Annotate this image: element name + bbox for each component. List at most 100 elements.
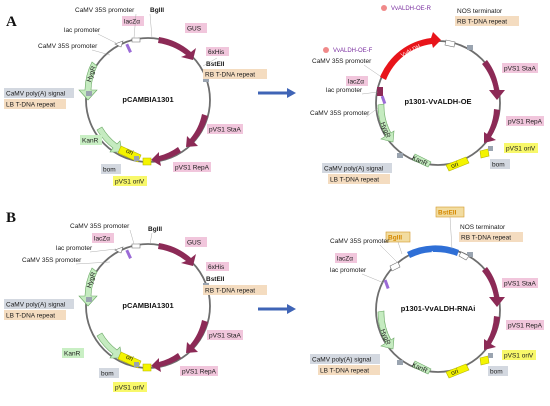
plasmid-b-left-name: pCAMBIA1301 <box>122 301 173 310</box>
label-repa-rnai: pVS1 RepA <box>508 323 543 330</box>
label-ori-b: ori <box>125 354 134 363</box>
label-bglii: BglII <box>150 7 164 14</box>
label-camv35s-b-oe: CaMV 35S promoter <box>310 110 370 117</box>
label-polya-b: CaMV poly(A) signal <box>6 302 66 309</box>
feature-pvs1-repa-oe <box>484 109 500 143</box>
label-rnai-insert: 1 <box>431 251 434 257</box>
feature-pvs1-repa-b <box>151 353 181 372</box>
label-bglii-rnai: BglII <box>388 235 402 242</box>
panel-label-a: A <box>6 14 17 30</box>
feature-rb-marker-oe <box>467 45 473 50</box>
label-bsteii: BstEII <box>206 61 225 68</box>
panel-label-b: B <box>6 210 16 226</box>
feature-pvs1-oriv-oe <box>479 148 490 159</box>
label-primer-r: VvALDH-OE-R <box>391 6 432 12</box>
label-bsteii-b: BstEII <box>206 276 225 283</box>
label-hygr: HygR <box>86 65 98 83</box>
feature-rb-marker-rnai <box>467 252 473 257</box>
label-camv35s-top: CaMV 35S promoter <box>75 7 135 14</box>
feature-nos-oe <box>444 39 456 48</box>
label-gus-b: GUS <box>187 240 202 247</box>
label-camv35s-top-b: CaMV 35S promoter <box>70 223 130 230</box>
label-bom-rnai: bom <box>490 369 503 376</box>
label-repa-oe: pVS1 RepA <box>508 119 543 126</box>
label-kanr-rnai: KanR <box>411 362 429 375</box>
label-oriv-b: pVS1 oriV <box>115 385 145 392</box>
feature-vvaldh <box>380 32 441 80</box>
label-polya: CaMV poly(A) signal <box>6 91 66 98</box>
feature-bom-marker-oe <box>488 146 493 151</box>
label-lb: LB T-DNA repeat <box>6 102 55 109</box>
label-kanr: KanR <box>82 138 99 145</box>
label-hygr-b: HygR <box>86 271 98 289</box>
feature-promoter-rnai <box>389 261 401 272</box>
feature-gus-b <box>158 243 196 266</box>
feature-bom-marker-rnai <box>488 353 493 358</box>
label-ori-oe: ori <box>450 161 459 170</box>
label-rb-rnai: RB T-DNA repeat <box>461 235 511 242</box>
label-gus: GUS <box>187 26 202 33</box>
feature-pvs1-oriv-b <box>142 363 152 372</box>
label-lac-b: lac promoter <box>56 245 93 252</box>
label-oriv: pVS1 oriV <box>115 179 145 186</box>
label-staa-b: pVS1 StaA <box>209 333 241 340</box>
label-bom-oe: bom <box>492 162 505 169</box>
label-oriv-oe: pVS1 oriV <box>506 146 536 153</box>
leader-lines <box>75 13 453 284</box>
label-nos-oe: NOS terminator <box>457 8 503 15</box>
feature-pvs1-oriv-rnai <box>479 355 490 366</box>
label-primer-f: VvALDH-OE-F <box>333 48 373 54</box>
feature-promoter-a-left <box>131 37 141 43</box>
feature-promoter-b-left <box>131 243 141 249</box>
label-camv35s-side: CaMV 35S promoter <box>38 43 98 50</box>
label-6xhis: 6xHis <box>208 49 225 56</box>
feature-hygr <box>78 61 98 101</box>
label-polya-rnai: CaMV poly(A) signal <box>312 357 372 364</box>
feature-rnai-insert <box>407 245 459 258</box>
label-ori: ori <box>125 148 134 157</box>
label-lb-rnai: LB T-DNA repeat <box>320 368 369 375</box>
label-staa-rnai: pVS1 StaA <box>504 281 536 288</box>
label-lacz-rnai: lacZα <box>337 256 353 263</box>
feature-lacz <box>125 43 132 53</box>
feature-lac-arrow-b <box>114 246 124 254</box>
plasmid-b-left: pCAMBIA1301 CaMV 35S promoter BglII lacZ… <box>4 223 267 392</box>
feature-pvs1-oriv <box>142 157 152 166</box>
label-lacz-b: lacZα <box>94 236 110 243</box>
label-lacz-oe: lacZα <box>348 79 364 86</box>
label-repa-b: pVS1 RepA <box>182 369 217 376</box>
feature-lacz-tag-oe <box>380 95 387 105</box>
feature-hygr-b <box>78 267 98 307</box>
feature-lacz-b <box>125 249 132 259</box>
feature-kanr-rnai <box>412 360 432 375</box>
feature-pvs1-repa <box>151 147 181 166</box>
feature-lb-marker-rnai <box>397 360 403 365</box>
label-rb-oe: RB T-DNA repeat <box>457 19 507 26</box>
feature-pvs1-staa-b <box>186 320 208 353</box>
label-camv35s-a-oe: CaMV 35S promoter <box>312 58 372 65</box>
label-bsteii-rnai: BstEII <box>438 210 457 217</box>
feature-hygr-oe <box>377 103 395 143</box>
feature-pvs1-staa-rnai <box>482 267 505 307</box>
feature-bom-marker-b <box>134 362 139 367</box>
feature-gus <box>158 37 196 60</box>
label-oriv-rnai: pVS1 oriV <box>504 353 534 360</box>
label-nos-rnai: NOS terminator <box>460 224 506 231</box>
arrow-a <box>258 88 296 98</box>
plasmid-b-right: 1 p1301-VvALDH-RNAi BglII BstEII NOS ter… <box>310 206 544 379</box>
plasmid-a-left: pCAMBIA1301 CaMV 35S promoter BglII lacZ… <box>4 7 267 186</box>
label-lac-rnai: lac promoter <box>330 267 367 274</box>
feature-lb-marker-b <box>86 297 92 302</box>
label-lac-oe: lac promoter <box>326 87 363 94</box>
label-bom: bom <box>103 167 116 174</box>
label-camv35s-rnai: CaMV 35S promoter <box>330 238 390 245</box>
label-6xhis-b: 6xHis <box>208 264 225 271</box>
feature-ori-oe <box>445 156 470 172</box>
plasmid-a-right-name: p1301-VvALDH-OE <box>404 97 471 106</box>
label-rb-b: RB T-DNA repeat <box>205 288 255 295</box>
label-lb-oe: LB T-DNA repeat <box>330 177 379 184</box>
label-repa: pVS1 RepA <box>175 165 210 172</box>
plasmid-b-right-name: p1301-VvALDH-RNAi <box>401 304 476 313</box>
feature-rb-marker <box>203 77 209 82</box>
